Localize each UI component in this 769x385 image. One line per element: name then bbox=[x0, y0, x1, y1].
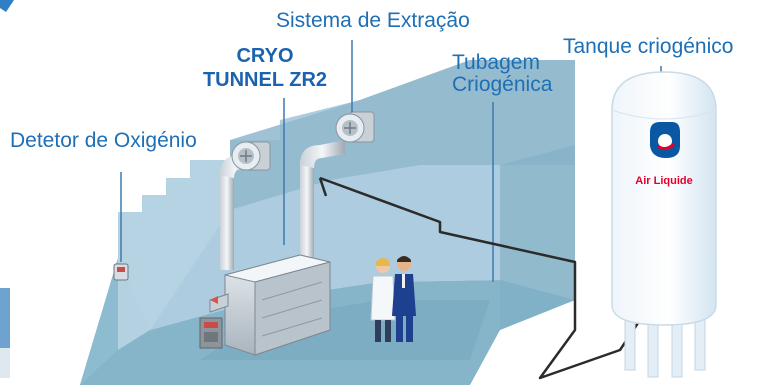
corner-fragment bbox=[0, 0, 14, 12]
control-panel-icon bbox=[199, 317, 223, 349]
air-liquide-logo bbox=[650, 122, 680, 158]
extraction-system-label: Sistema de Extração bbox=[276, 9, 470, 32]
technician-figure bbox=[370, 258, 396, 342]
cryogenic-tank bbox=[611, 71, 717, 378]
manager-figure bbox=[392, 256, 416, 342]
tank-label: Tanque criogénico bbox=[563, 35, 734, 58]
tubing-label-line1: Tubagem bbox=[452, 51, 540, 74]
exhaust-fan-icon bbox=[231, 141, 271, 171]
room bbox=[80, 60, 575, 385]
tunnel-label-line1: CRYO bbox=[236, 45, 294, 67]
exhaust-fan-icon bbox=[335, 111, 375, 143]
side-window bbox=[0, 288, 10, 378]
oxygen-detector-icon bbox=[113, 172, 129, 281]
tubing-label-line2: Criogénica bbox=[452, 73, 553, 96]
cryogenic-pipe bbox=[319, 176, 642, 380]
oxygen-detector-label: Detetor de Oxigénio bbox=[10, 129, 197, 152]
cryo-tunnel bbox=[209, 254, 331, 356]
tunnel-label-line2: TUNNEL ZR2 bbox=[202, 69, 328, 91]
brand-name: Air Liquide bbox=[635, 175, 692, 187]
